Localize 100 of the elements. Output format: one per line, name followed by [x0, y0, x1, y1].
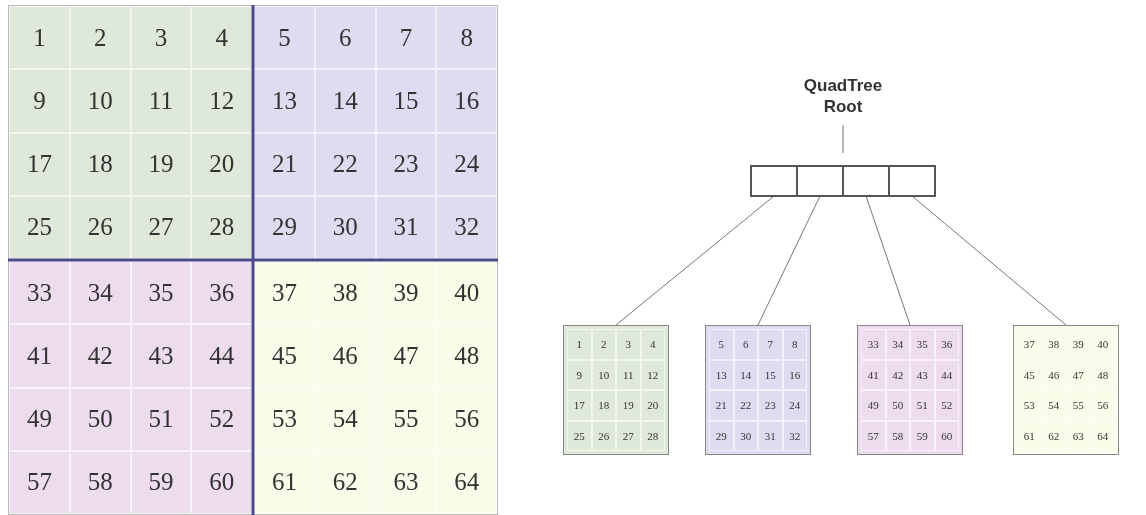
connector-line — [615, 195, 775, 326]
cell-number: 33 — [9, 261, 70, 325]
cell-number: 32 — [782, 420, 807, 451]
quadrant-panel — [253, 5, 498, 260]
cell-number: 20 — [640, 390, 665, 421]
cell-number: 62 — [314, 450, 376, 514]
cell-number: 26 — [69, 195, 131, 259]
cell-number: 36 — [191, 261, 252, 325]
cell-number: 35 — [130, 261, 192, 325]
pointer-slot — [889, 166, 935, 196]
cell-number: 11 — [616, 359, 641, 390]
cell-number: 27 — [616, 420, 641, 451]
cell-number: 43 — [910, 359, 935, 390]
pointer-slot — [751, 166, 797, 196]
cell-number: 27 — [130, 195, 192, 259]
cell-number: 38 — [314, 261, 376, 325]
cell-number: 57 — [9, 450, 70, 514]
cell-number: 53 — [1017, 390, 1042, 421]
cell-number: 58 — [885, 420, 910, 451]
cell-number: 16 — [436, 69, 497, 133]
cell-number: 1 — [9, 6, 70, 70]
cell-number: 28 — [640, 420, 665, 451]
cell-number: 56 — [1090, 390, 1115, 421]
cell-number: 51 — [910, 390, 935, 421]
cell-number: 37 — [1017, 329, 1042, 360]
cell-number: 18 — [69, 132, 131, 196]
cell-number: 8 — [436, 6, 497, 70]
quadrant-panel — [1013, 325, 1119, 455]
cell-number: 47 — [375, 324, 437, 388]
cell-number: 57 — [861, 420, 886, 451]
cell-number: 18 — [591, 390, 616, 421]
cell-number: 51 — [130, 387, 192, 451]
connector-line — [911, 195, 1067, 326]
cell-number: 48 — [436, 324, 497, 388]
connector-line — [842, 124, 844, 154]
cell-number: 17 — [567, 390, 592, 421]
cell-number: 40 — [1090, 329, 1115, 360]
cell-number: 61 — [254, 450, 315, 514]
cell-number: 41 — [861, 359, 886, 390]
cell-number: 38 — [1041, 329, 1066, 360]
cell-number: 22 — [314, 132, 376, 196]
cell-number: 6 — [733, 329, 758, 360]
cell-number: 31 — [375, 195, 437, 259]
cell-number: 29 — [254, 195, 315, 259]
cell-number: 46 — [1041, 359, 1066, 390]
cell-number: 53 — [254, 387, 315, 451]
cell-number: 2 — [69, 6, 131, 70]
cell-number: 9 — [9, 69, 70, 133]
cell-number: 19 — [616, 390, 641, 421]
cell-number: 24 — [782, 390, 807, 421]
cell-number: 30 — [733, 420, 758, 451]
cell-number: 39 — [375, 261, 437, 325]
cell-number: 16 — [782, 359, 807, 390]
cell-number: 60 — [934, 420, 959, 451]
cell-number: 62 — [1041, 420, 1066, 451]
quadrant-panel — [857, 325, 963, 455]
cell-number: 15 — [758, 359, 783, 390]
cell-number: 4 — [640, 329, 665, 360]
cell-number: 36 — [934, 329, 959, 360]
cell-number: 44 — [191, 324, 252, 388]
cell-number: 32 — [436, 195, 497, 259]
cell-number: 37 — [254, 261, 315, 325]
cell-number: 43 — [130, 324, 192, 388]
cell-number: 3 — [616, 329, 641, 360]
cell-number: 13 — [709, 359, 734, 390]
cell-number: 10 — [591, 359, 616, 390]
cell-number: 55 — [1066, 390, 1091, 421]
cell-number: 48 — [1090, 359, 1115, 390]
quadrant-panel — [8, 260, 253, 515]
cell-number: 45 — [254, 324, 315, 388]
cell-number: 61 — [1017, 420, 1042, 451]
cell-number: 54 — [1041, 390, 1066, 421]
cell-number: 6 — [314, 6, 376, 70]
cell-number: 1 — [567, 329, 592, 360]
cell-number: 9 — [567, 359, 592, 390]
cell-number: 2 — [591, 329, 616, 360]
cell-number: 3 — [130, 6, 192, 70]
cell-number: 34 — [69, 261, 131, 325]
cell-number: 50 — [885, 390, 910, 421]
cell-number: 64 — [1090, 420, 1115, 451]
cell-number: 28 — [191, 195, 252, 259]
quadrant-panel — [253, 260, 498, 515]
cell-number: 21 — [254, 132, 315, 196]
cell-number: 59 — [910, 420, 935, 451]
cell-number: 64 — [436, 450, 497, 514]
pointer-slot — [843, 166, 889, 196]
cell-number: 59 — [130, 450, 192, 514]
cell-number: 63 — [1066, 420, 1091, 451]
quadrant-panel — [563, 325, 669, 455]
cell-number: 60 — [191, 450, 252, 514]
cell-number: 10 — [69, 69, 131, 133]
cell-number: 12 — [640, 359, 665, 390]
cell-number: 49 — [9, 387, 70, 451]
pointer-slot — [797, 166, 843, 196]
cell-number: 23 — [758, 390, 783, 421]
cell-number: 25 — [9, 195, 70, 259]
cell-number: 4 — [191, 6, 252, 70]
cell-number: 12 — [191, 69, 252, 133]
cell-number: 47 — [1066, 359, 1091, 390]
cell-number: 7 — [375, 6, 437, 70]
